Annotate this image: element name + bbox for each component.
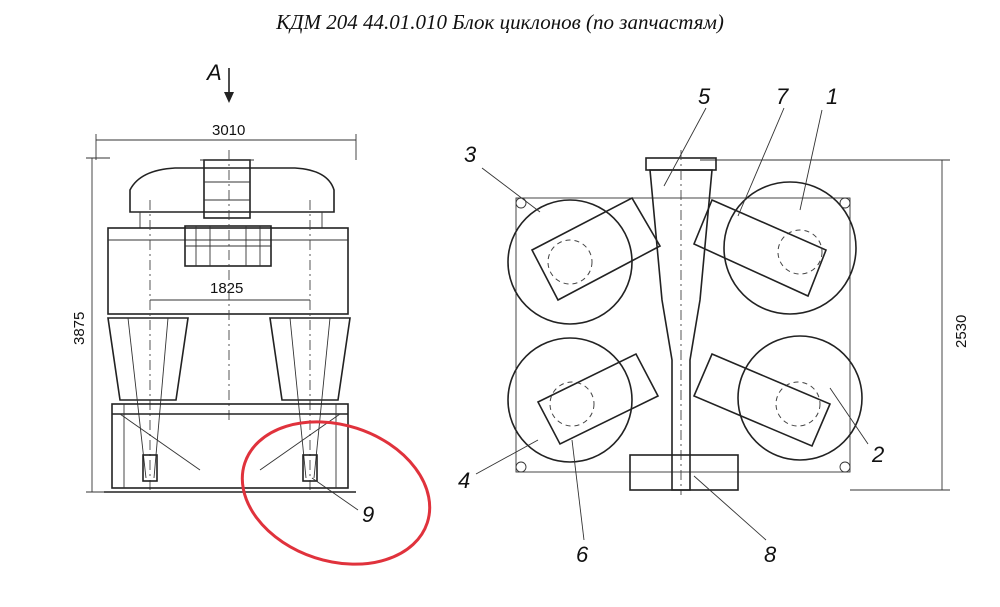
view-arrow-head bbox=[224, 92, 234, 103]
callout-2: 2 bbox=[871, 442, 884, 467]
highlight-ellipse bbox=[240, 420, 432, 566]
callout-7: 7 bbox=[776, 84, 789, 109]
callout-3: 3 bbox=[464, 142, 477, 167]
callout-6: 6 bbox=[576, 542, 589, 567]
view-label: A bbox=[205, 60, 222, 85]
dust-outlet-right bbox=[302, 454, 318, 482]
cyclone-bottom-left bbox=[507, 337, 633, 463]
top-hood bbox=[129, 167, 335, 213]
dust-outlet-left bbox=[142, 454, 158, 482]
cyclone-bottom-right bbox=[737, 335, 863, 461]
callout-5: 5 bbox=[698, 84, 711, 109]
callout-4: 4 bbox=[458, 468, 470, 493]
inlet-duct-top-left bbox=[530, 196, 662, 302]
dim-height-right: 2530 bbox=[953, 315, 970, 348]
callout-1: 1 bbox=[826, 84, 838, 109]
inlet-duct-bottom-right bbox=[692, 352, 832, 448]
right-cone bbox=[269, 317, 351, 401]
dim-height-total: 3875 bbox=[71, 312, 88, 345]
inlet-duct-top-right bbox=[692, 198, 828, 298]
support-frame bbox=[111, 403, 349, 489]
plan-frame bbox=[515, 197, 851, 473]
cyclone-top-left bbox=[507, 199, 633, 325]
callout-8: 8 bbox=[764, 542, 777, 567]
dim-width-total: 3010 bbox=[212, 122, 245, 139]
left-cone bbox=[107, 317, 189, 401]
front-elevation-view: A 3010 3875 1825 bbox=[71, 60, 432, 566]
inlet-duct-bottom-left bbox=[536, 352, 660, 446]
cyclone-body bbox=[107, 227, 349, 315]
drawing-title: КДМ 204 44.01.010 Блок циклонов (по запч… bbox=[276, 10, 724, 34]
bottom-outlet bbox=[629, 454, 739, 491]
cyclone-top-right bbox=[723, 181, 857, 315]
callout-9: 9 bbox=[362, 502, 374, 527]
dim-inner-width: 1825 bbox=[210, 280, 243, 297]
plan-view: 2530 bbox=[458, 84, 970, 567]
